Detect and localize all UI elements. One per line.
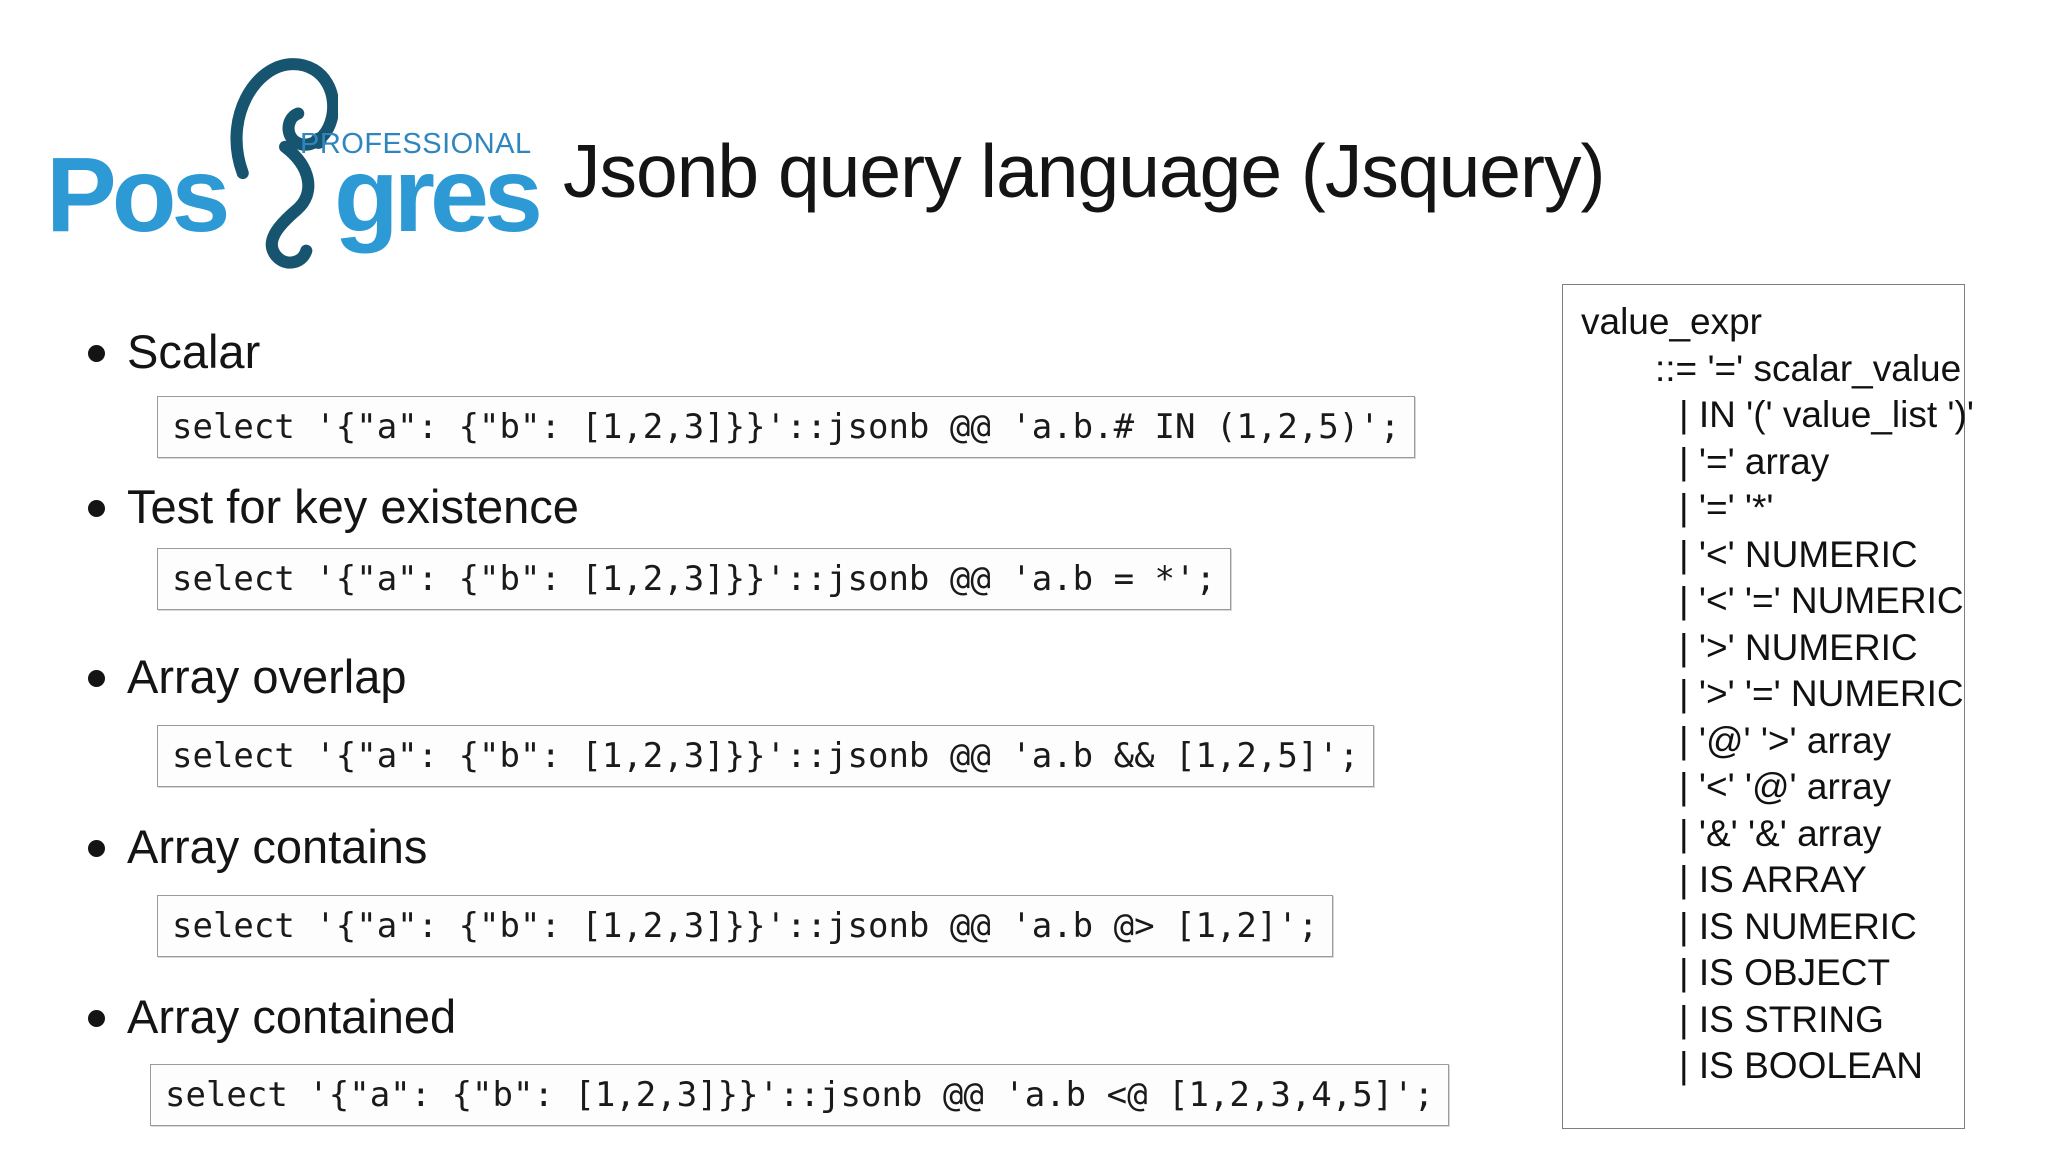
bullet-item-array-contains: Array contains [88, 821, 427, 873]
code-snippet-scalar: select '{"a": {"b": [1,2,3]}}'::jsonb @@… [157, 396, 1416, 458]
bullet-item-scalar: Scalar [88, 326, 260, 378]
grammar-line: | '=' array [1679, 440, 1830, 482]
code-snippet-array-overlap: select '{"a": {"b": [1,2,3]}}'::jsonb @@… [157, 725, 1375, 787]
logo-brand-prefix: Pos [46, 136, 230, 254]
grammar-line: | IN '(' value_list ')' [1679, 394, 1974, 435]
bullet-item-array-contained: Array contained [88, 991, 456, 1043]
page-title: Jsonb query language (Jsquery) [563, 129, 1605, 213]
code-snippet-array-contains: select '{"a": {"b": [1,2,3]}}'::jsonb @@… [157, 895, 1334, 957]
postgres-elephant-icon [230, 58, 338, 269]
grammar-line: | IS ARRAY [1679, 859, 1867, 900]
code-snippet-key-existence: select '{"a": {"b": [1,2,3]}}'::jsonb @@… [157, 548, 1231, 610]
bullet-icon [88, 1010, 105, 1028]
grammar-panel: value_expr ::= '=' scalar_value | IN '('… [1562, 284, 1974, 1129]
code-snippet-array-contained: select '{"a": {"b": [1,2,3]}}'::jsonb @@… [150, 1064, 1450, 1126]
bullet-label: Array overlap [127, 650, 407, 703]
postgres-logo: Pos gres PROFESSIONAL [0, 0, 560, 290]
bullet-label: Array contains [127, 820, 428, 873]
grammar-line: | IS NUMERIC [1679, 905, 1917, 947]
grammar-line: | '>' NUMERIC [1679, 626, 1918, 668]
grammar-line: ::= '=' scalar_value [1655, 347, 1962, 389]
bullet-label: Scalar [127, 325, 261, 378]
grammar-line: | '>' '=' NUMERIC [1679, 673, 1964, 714]
bullet-icon [88, 500, 105, 518]
grammar-line: | '<' NUMERIC [1679, 533, 1918, 575]
grammar-line: | IS OBJECT [1679, 952, 1891, 993]
logo-tagline: PROFESSIONAL [300, 128, 532, 160]
grammar-line: value_expr [1581, 301, 1763, 342]
grammar-line: | '<' '=' NUMERIC [1679, 580, 1964, 621]
grammar-line: | IS STRING [1679, 998, 1884, 1040]
bullet-icon [88, 345, 105, 363]
bullet-item-array-overlap: Array overlap [88, 651, 407, 703]
bullet-icon [88, 840, 105, 858]
grammar-line: | '=' '*' [1679, 487, 1774, 528]
bullet-label: Array contained [127, 990, 457, 1043]
grammar-line: | '@' '>' array [1679, 719, 1892, 761]
logo-brand-suffix: gres [334, 136, 543, 254]
grammar-line: | '&' '&' array [1679, 812, 1882, 854]
bullet-icon [88, 670, 105, 688]
grammar-line: | '<' '@' array [1679, 766, 1892, 807]
bullet-item-key-existence: Test for key existence [88, 481, 579, 533]
grammar-line: | IS BOOLEAN [1679, 1045, 1924, 1086]
bullet-label: Test for key existence [127, 480, 579, 533]
